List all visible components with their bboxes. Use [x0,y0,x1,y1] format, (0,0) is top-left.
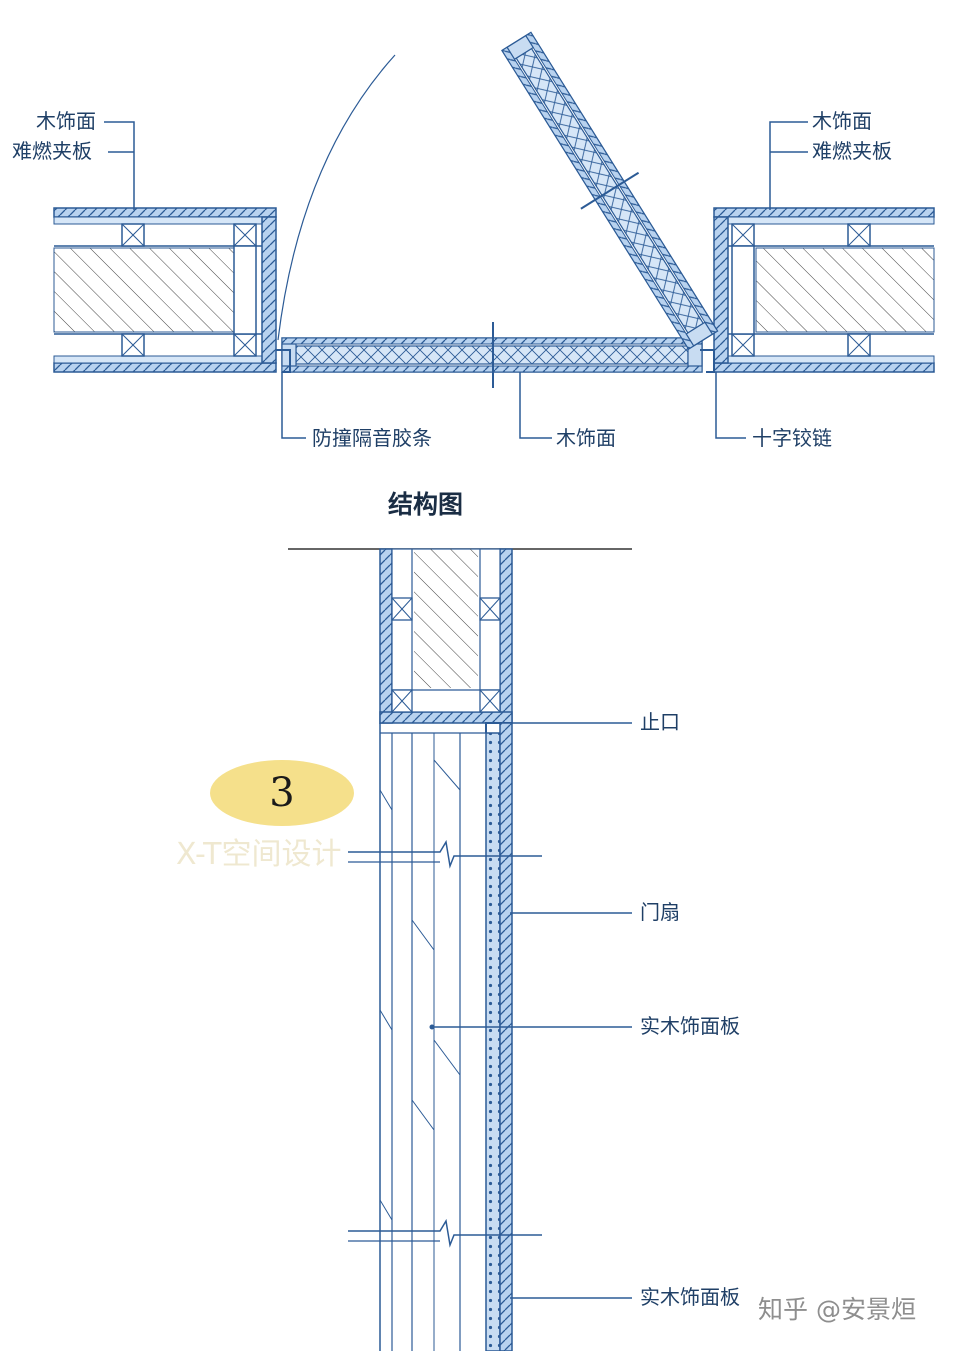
label-right-fire-board: 难燃夹板 [812,139,892,163]
label-stop: 止口 [640,710,680,734]
plan-right-wall [713,207,935,373]
author-credit: 知乎 @安景烜 [758,1295,916,1324]
label-left-wood-face: 木饰面 [36,109,96,133]
door-swing-arc [277,54,396,341]
label-rubber-strip: 防撞隔音胶条 [312,426,432,450]
plan-leaders [104,121,808,439]
section-door-leaf [348,722,542,1352]
diagram-title: 结构图 [388,490,464,519]
label-door-leaf: 门扇 [640,900,680,924]
label-solid-wood-panel-1: 实木饰面板 [640,1014,740,1038]
plan-door-open [501,31,719,351]
plan-left-wall [53,207,277,373]
section-frame-head [379,548,513,724]
label-bottom-wood-face: 木饰面 [556,426,616,450]
label-right-wood-face: 木饰面 [812,109,872,133]
badge-number: 3 [269,770,295,816]
label-left-fire-board: 难燃夹板 [12,139,92,163]
section-leaders [432,722,632,1299]
number-badge: 3 [210,760,354,826]
watermark-text: X-T空间设计 [176,837,342,872]
label-cross-hinge: 十字铰链 [752,426,832,450]
plan-door-closed [276,322,715,388]
label-solid-wood-panel-2: 实木饰面板 [640,1285,740,1309]
leader-dot [429,1024,435,1030]
